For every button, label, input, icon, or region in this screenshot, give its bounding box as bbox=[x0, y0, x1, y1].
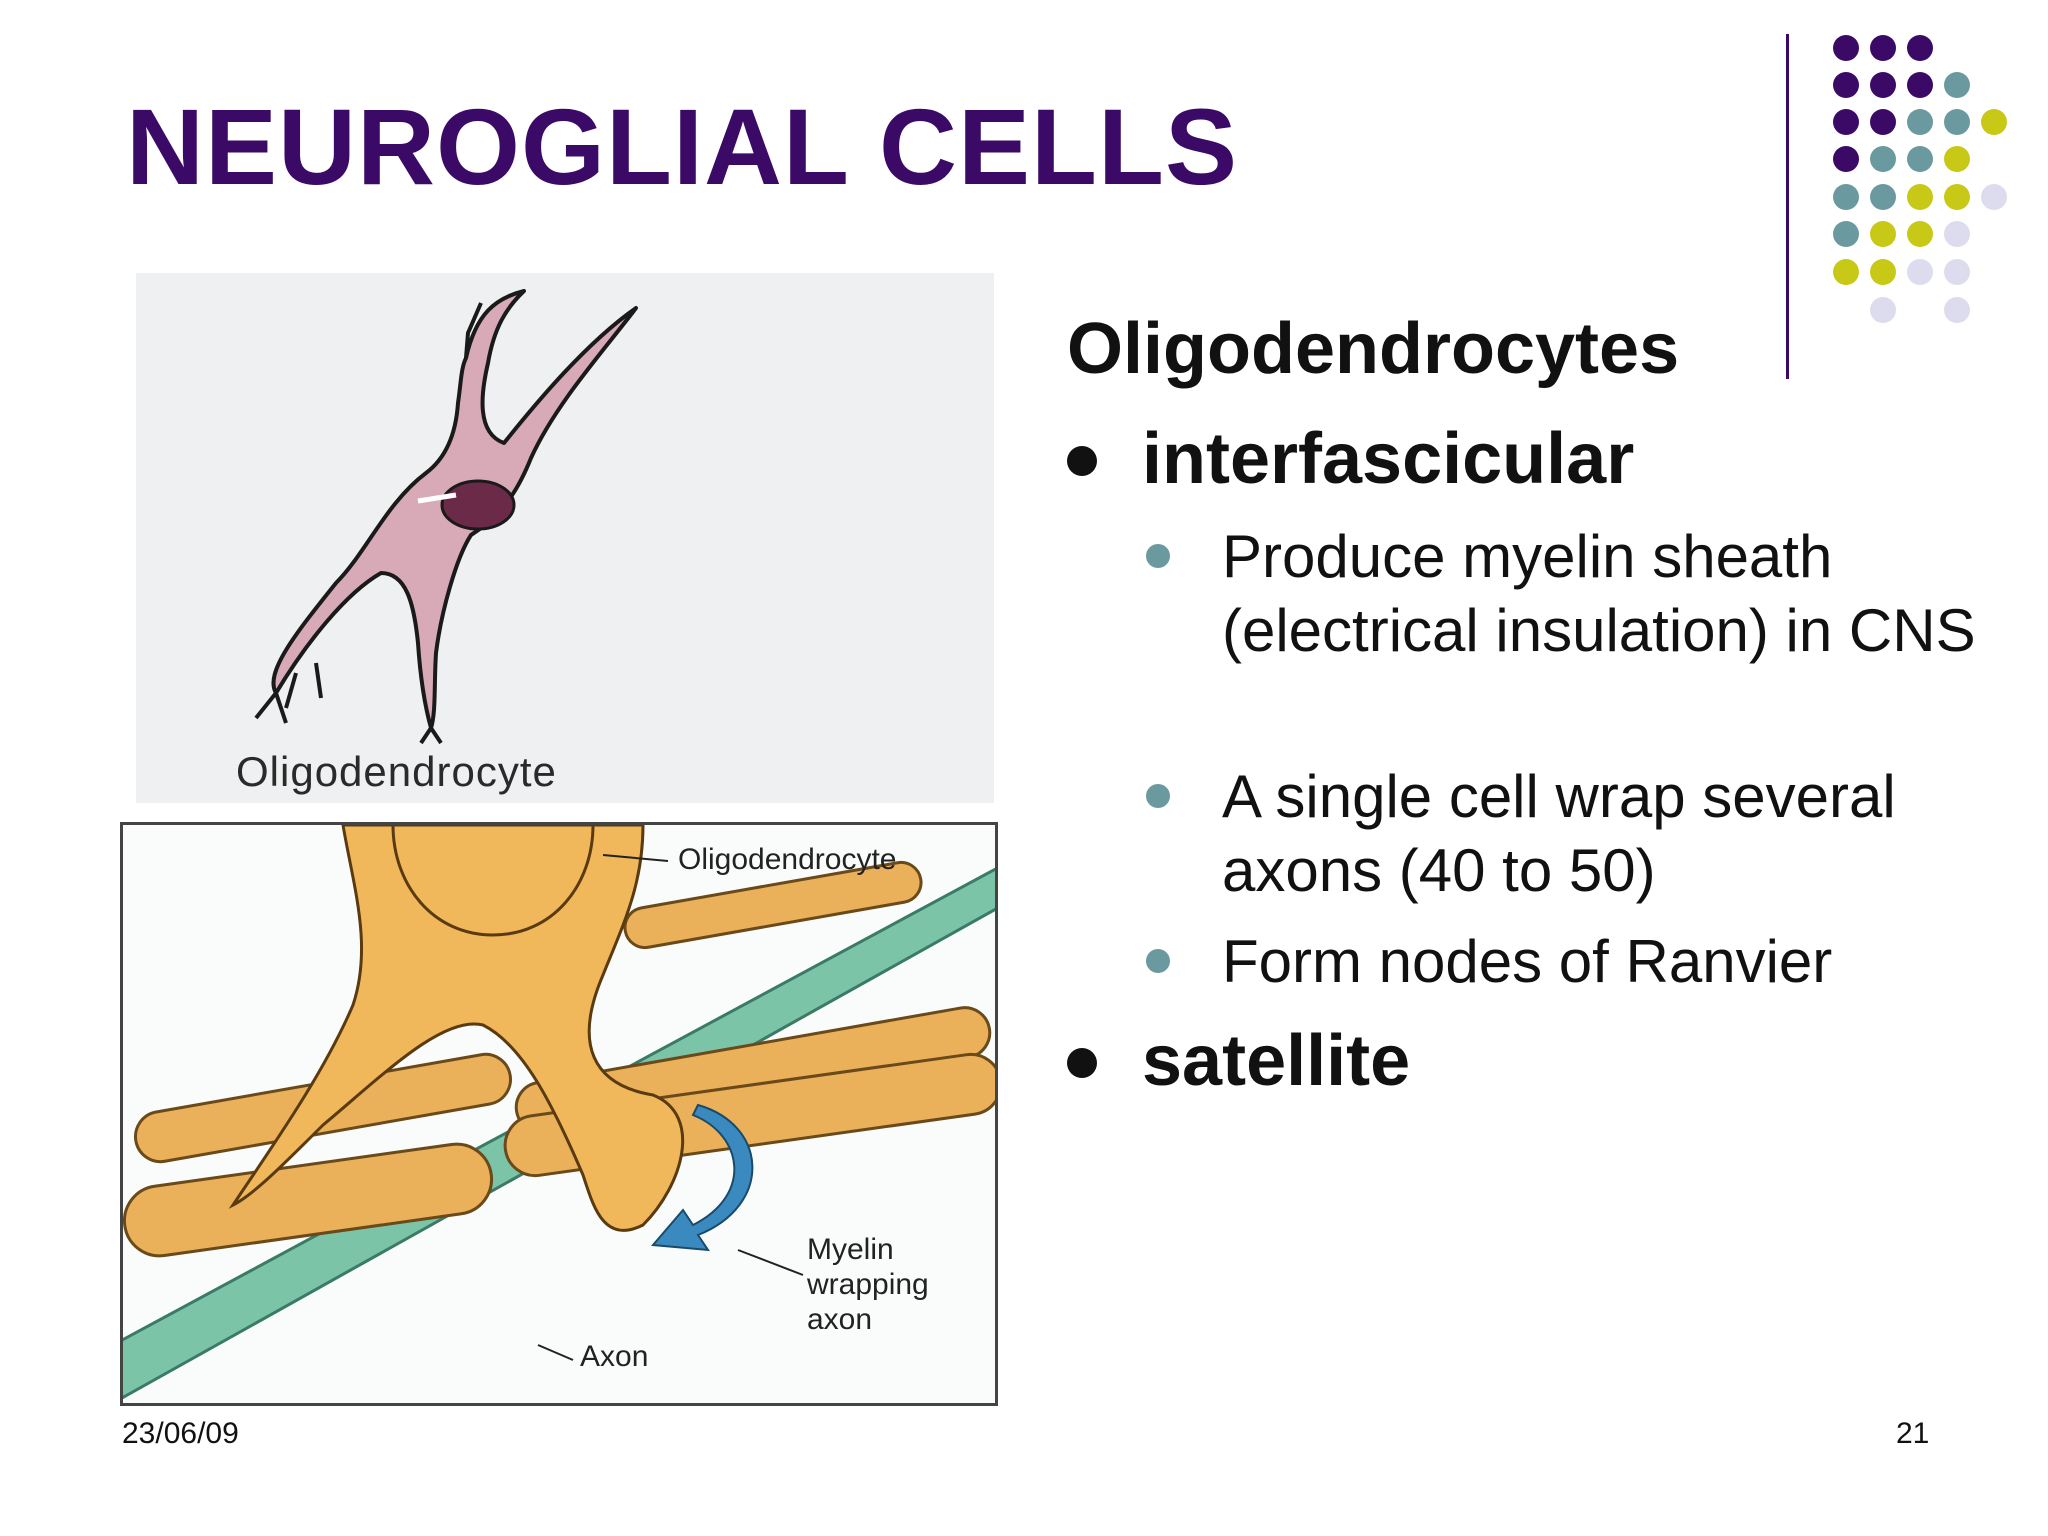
footer-date: 23/06/09 bbox=[122, 1417, 239, 1450]
section-heading: Oligodendrocytes bbox=[1067, 309, 1680, 389]
decorative-vertical-line bbox=[1786, 34, 1789, 379]
sub-bullet-text: Form nodes of Ranvier bbox=[1222, 928, 1833, 995]
bullet-label: satellite bbox=[1142, 1021, 1411, 1101]
axon-label: Axon bbox=[580, 1340, 649, 1373]
sub-bullet-dot bbox=[1146, 544, 1170, 568]
oligodendrocyte-drawing bbox=[254, 289, 638, 745]
bullet-dot bbox=[1067, 1048, 1097, 1078]
sub-bullet-dot bbox=[1146, 784, 1170, 808]
myelin-label-line1: Myelin bbox=[807, 1233, 894, 1266]
oligodendrocyte-label: Oligodendrocyte bbox=[678, 843, 897, 876]
oligodendrocyte-illustration: Oligodendrocyte bbox=[136, 273, 994, 803]
sub-bullet-dot bbox=[1146, 949, 1170, 973]
bullet-label: interfascicular bbox=[1142, 419, 1635, 499]
figure-caption: Oligodendrocyte bbox=[236, 748, 557, 795]
myelin-label-line2: wrapping bbox=[807, 1268, 929, 1301]
myelin-wrapping-diagram: Oligodendrocyte Myelin wrapping axon Axo… bbox=[120, 822, 998, 1406]
page-number: 21 bbox=[1896, 1417, 1930, 1450]
bullet-dot bbox=[1067, 446, 1097, 476]
sub-bullet-text: Produce myelin sheath (electrical insula… bbox=[1222, 523, 1976, 664]
slide-title: NEUROGLIAL CELLS bbox=[126, 86, 1239, 207]
sub-bullet-text: A single cell wrap several axons (40 to … bbox=[1222, 763, 1896, 904]
myelin-diagram-drawing bbox=[123, 825, 995, 1400]
myelin-label-line3: axon bbox=[807, 1303, 873, 1336]
